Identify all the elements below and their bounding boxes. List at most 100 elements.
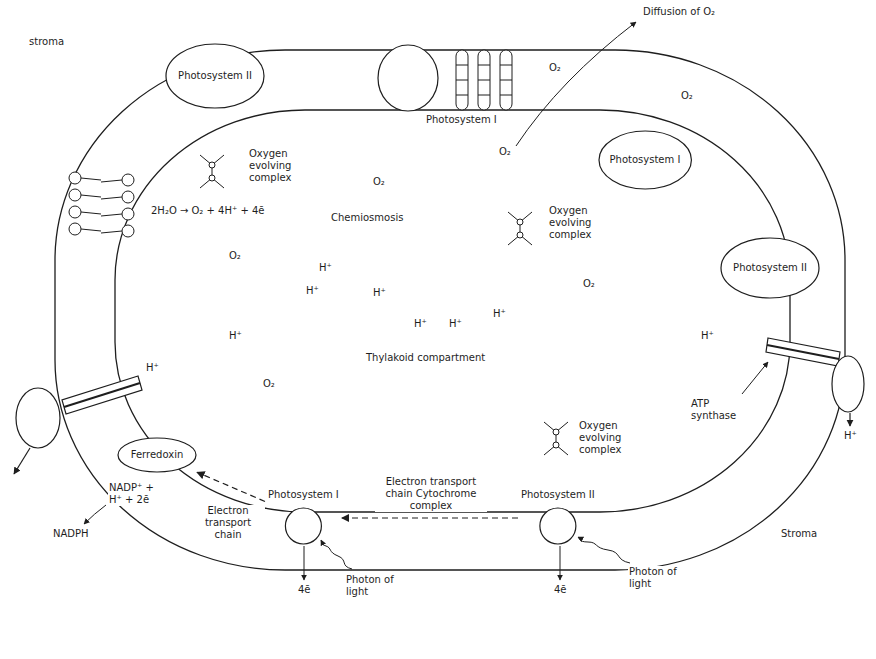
product-arrow [84,505,106,524]
protein-outline [118,438,196,472]
node-label: Photosystem II [733,261,807,275]
annotation-label: Oxygen evolving complex [548,205,612,241]
electron-flow-connector [342,517,518,518]
oxygen-complex-molecule [544,422,568,455]
annotation-label: H⁺ [492,308,507,320]
annotation-label: O₂ [498,146,512,158]
molecule-atom [553,442,559,448]
oxygen-complex-molecule [508,212,532,245]
lipid-head [122,225,134,237]
lipid-bilayer [69,172,134,237]
molecule-atom [209,175,215,181]
protein-ladder [456,50,512,110]
photosystem-blob: Photosystem II [720,237,820,299]
node-label: Photosystem I [610,153,681,167]
annotation-label: H⁺ [305,285,320,297]
annotation-label: Photosystem I [425,114,498,126]
synthase-head [16,388,60,448]
annotation-label: Oxygen evolving complex [248,148,312,184]
lipid-head [69,172,81,184]
synthase-stalk [766,338,840,366]
annotation-label: NADPH [52,528,90,540]
annotation-label: NADP⁺ + H⁺ + 2ē [108,482,162,506]
annotation-label: O₂ [680,90,694,102]
protein-outline [599,131,691,189]
photosystem-circle: Photosystem II [518,488,598,548]
annotation-label: Stroma [780,528,818,540]
synthase-channel [64,383,140,407]
annotation-label: Diffusion of O₂ [642,6,716,18]
molecule-atom [517,232,523,238]
annotation-arrows [84,22,768,580]
diffusion-arrow [516,22,636,146]
outer-membrane [55,50,845,570]
lipid-head [69,223,81,235]
annotation-label: H⁺ [318,262,333,274]
synthase-head [832,356,864,412]
lipid-tails [81,178,122,233]
annotation-label: ATP synthase [690,398,750,422]
connector-label: Electron transport chain [191,505,265,541]
synthase-stalk [62,376,142,414]
annotation-label: O₂ [228,250,242,262]
molecule-bonds [200,155,224,188]
molecule-bonds [544,422,568,455]
protein-outline [285,508,321,544]
annotation-label: H⁺ [228,330,243,342]
annotation-label: Photon of light [345,574,395,598]
annotation-label: 2H₂O → O₂ + 4H⁺ + 4ē [150,205,266,217]
node-label: Photosystem II [521,488,595,502]
annotation-label: H⁺ [372,287,387,299]
annotation-label: O₂ [582,278,596,290]
protein-outline [721,238,819,298]
molecule-bonds [508,212,532,245]
node-label: Photosystem I [268,488,339,502]
lipid-head [69,206,81,218]
annotation-label: H⁺ [448,318,463,330]
lipid-head [122,208,134,220]
photosystem-blob: Photosystem II [165,43,265,109]
annotation-label: Chemiosmosis [330,212,404,224]
protein-outline [540,508,576,544]
leader-arrow [742,362,768,394]
annotation-label: 4ē [297,584,312,596]
annotation-label: H⁺ [145,362,160,374]
annotation-label: H⁺ [413,318,428,330]
electron-flow-connector [197,472,265,501]
node-label: Photosystem II [178,69,252,83]
membrane-protein [378,45,438,111]
node-label: Ferredoxin [131,448,184,462]
annotation-label: 4ē [553,584,568,596]
molecule-atom [517,219,523,225]
atp-synthase-right [766,338,864,426]
annotation-label: O₂ [548,62,562,74]
photosystem-circle: Photosystem I [265,488,342,548]
annotation-label: O₂ [262,378,276,390]
annotation-label: H⁺ [700,330,715,342]
synthase-channel [767,345,839,359]
electron-arrow [304,546,305,580]
oxygen-complex-molecule [200,155,224,188]
photon-wave [578,537,630,563]
photon-wave [321,540,352,569]
photosystem-blob: Photosystem I [598,130,692,190]
annotation-label: stroma [28,36,65,48]
proton-arrow [14,448,30,474]
lipid-head [69,189,81,201]
ladder-rungs [456,65,512,95]
annotation-label: Thylakoid compartment [365,352,486,364]
ferredoxin-blob: Ferredoxin [117,437,197,473]
annotation-label: H⁺ [843,430,858,442]
connector-label: Electron transport chain Cytochrome comp… [375,476,487,512]
inner-membrane [115,110,790,512]
annotation-label: Oxygen evolving complex [578,420,642,456]
proton-arrow [849,413,850,426]
annotation-label: Photon of light [628,566,678,590]
lipid-head [122,191,134,203]
molecule-atom [553,429,559,435]
lipid-head [122,174,134,186]
molecule-atom [209,162,215,168]
